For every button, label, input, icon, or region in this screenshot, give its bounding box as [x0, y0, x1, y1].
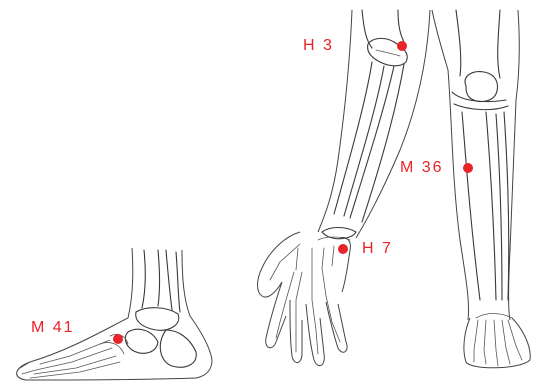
point-m36-dot	[463, 163, 473, 173]
point-h3-dot	[397, 41, 407, 51]
point-m41-dot	[113, 334, 123, 344]
point-h3-label: H 3	[303, 38, 334, 54]
point-m36-label: M 36	[400, 160, 444, 176]
leg-illustration	[432, 10, 530, 368]
point-h7-dot	[338, 244, 348, 254]
point-h7-label: H 7	[362, 241, 393, 257]
foot-illustration	[17, 248, 212, 380]
arm-illustration	[258, 10, 431, 366]
point-m41-label: M 41	[31, 320, 75, 336]
